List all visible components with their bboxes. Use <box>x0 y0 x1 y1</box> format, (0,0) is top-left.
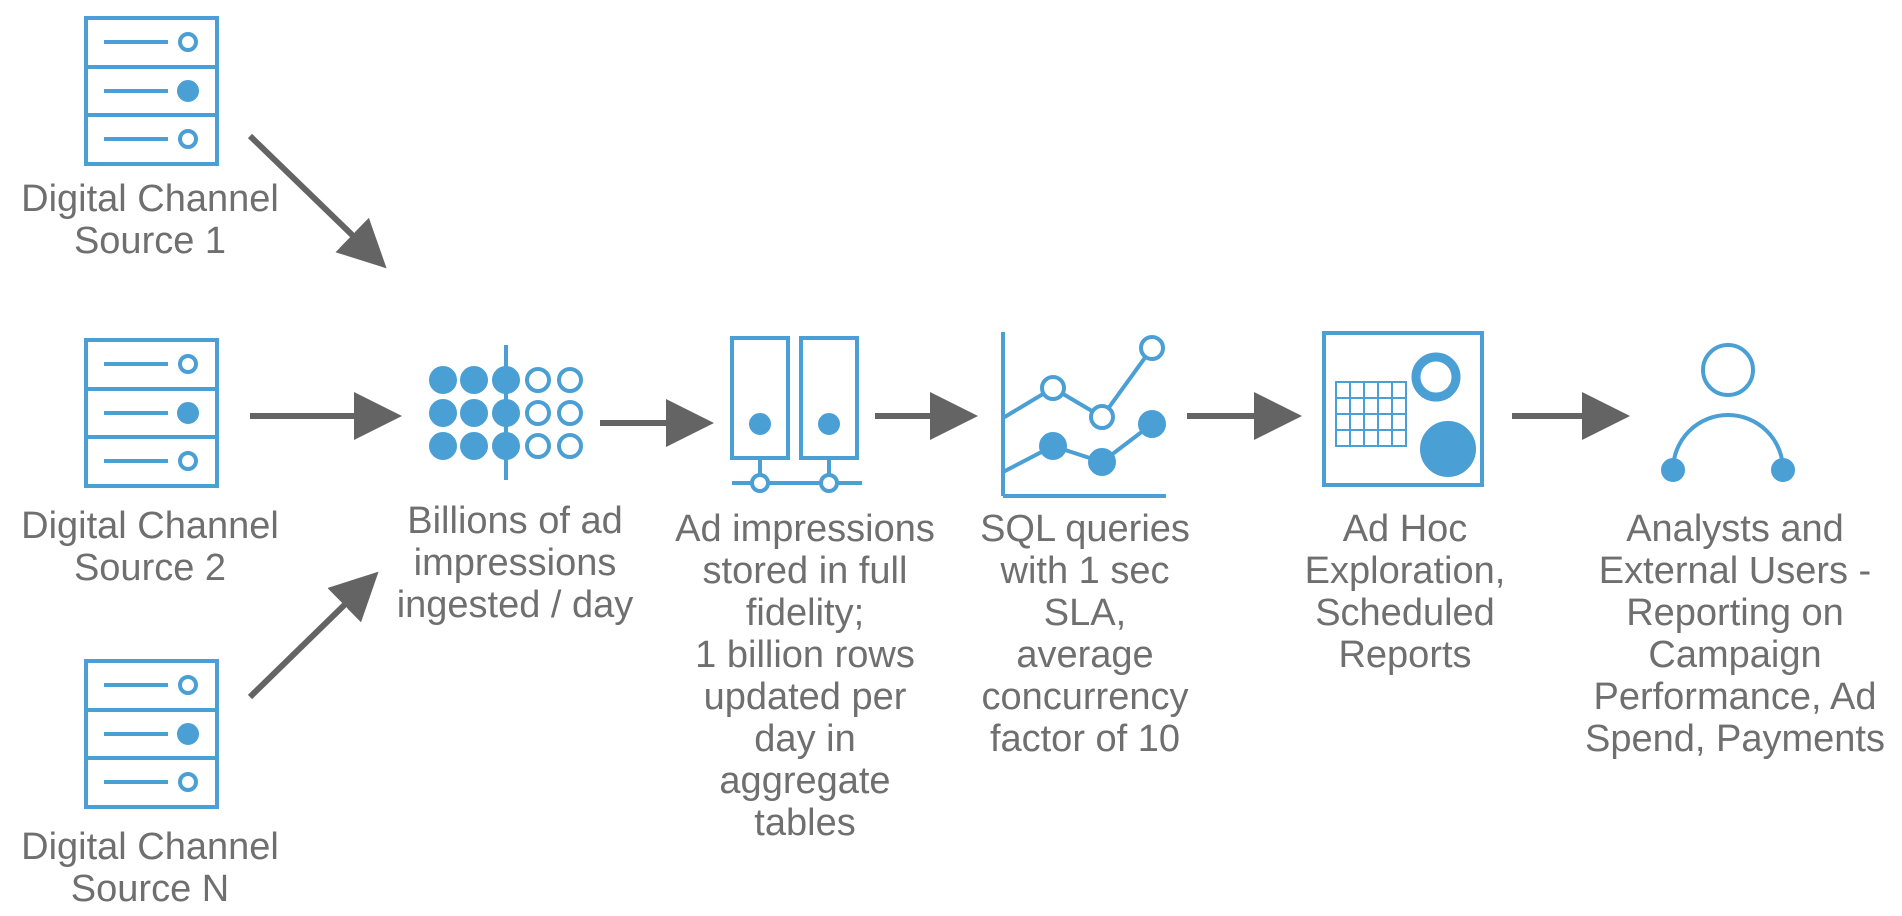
stage-label-sql: SQL queries with 1 sec SLA, average conc… <box>980 508 1190 760</box>
stage-label-storage: Ad impressions stored in full fidelity; … <box>675 508 935 844</box>
server-icon <box>84 659 219 809</box>
stage-label-ingest: Billions of ad impressions ingested / da… <box>396 500 634 626</box>
storage-columns-icon <box>730 336 862 493</box>
stage-label-dashboard: Ad Hoc Exploration, Scheduled Reports <box>1304 508 1506 676</box>
source-label: Digital Channel Source N <box>21 826 279 910</box>
server-icon <box>84 16 219 166</box>
arrow-sourceN-to-ingest <box>247 571 379 700</box>
arrow-source1-to-ingest <box>247 133 387 269</box>
stage-label-users: Analysts and External Users - Reporting … <box>1585 508 1885 760</box>
source-label: Digital Channel Source 2 <box>21 505 279 589</box>
user-icon <box>1661 343 1795 482</box>
dashboard-icon <box>1322 331 1484 487</box>
source-label: Digital Channel Source 1 <box>21 178 279 262</box>
server-icon <box>84 338 219 488</box>
dots-grid-icon <box>429 345 583 480</box>
line-chart-icon <box>1001 332 1166 498</box>
